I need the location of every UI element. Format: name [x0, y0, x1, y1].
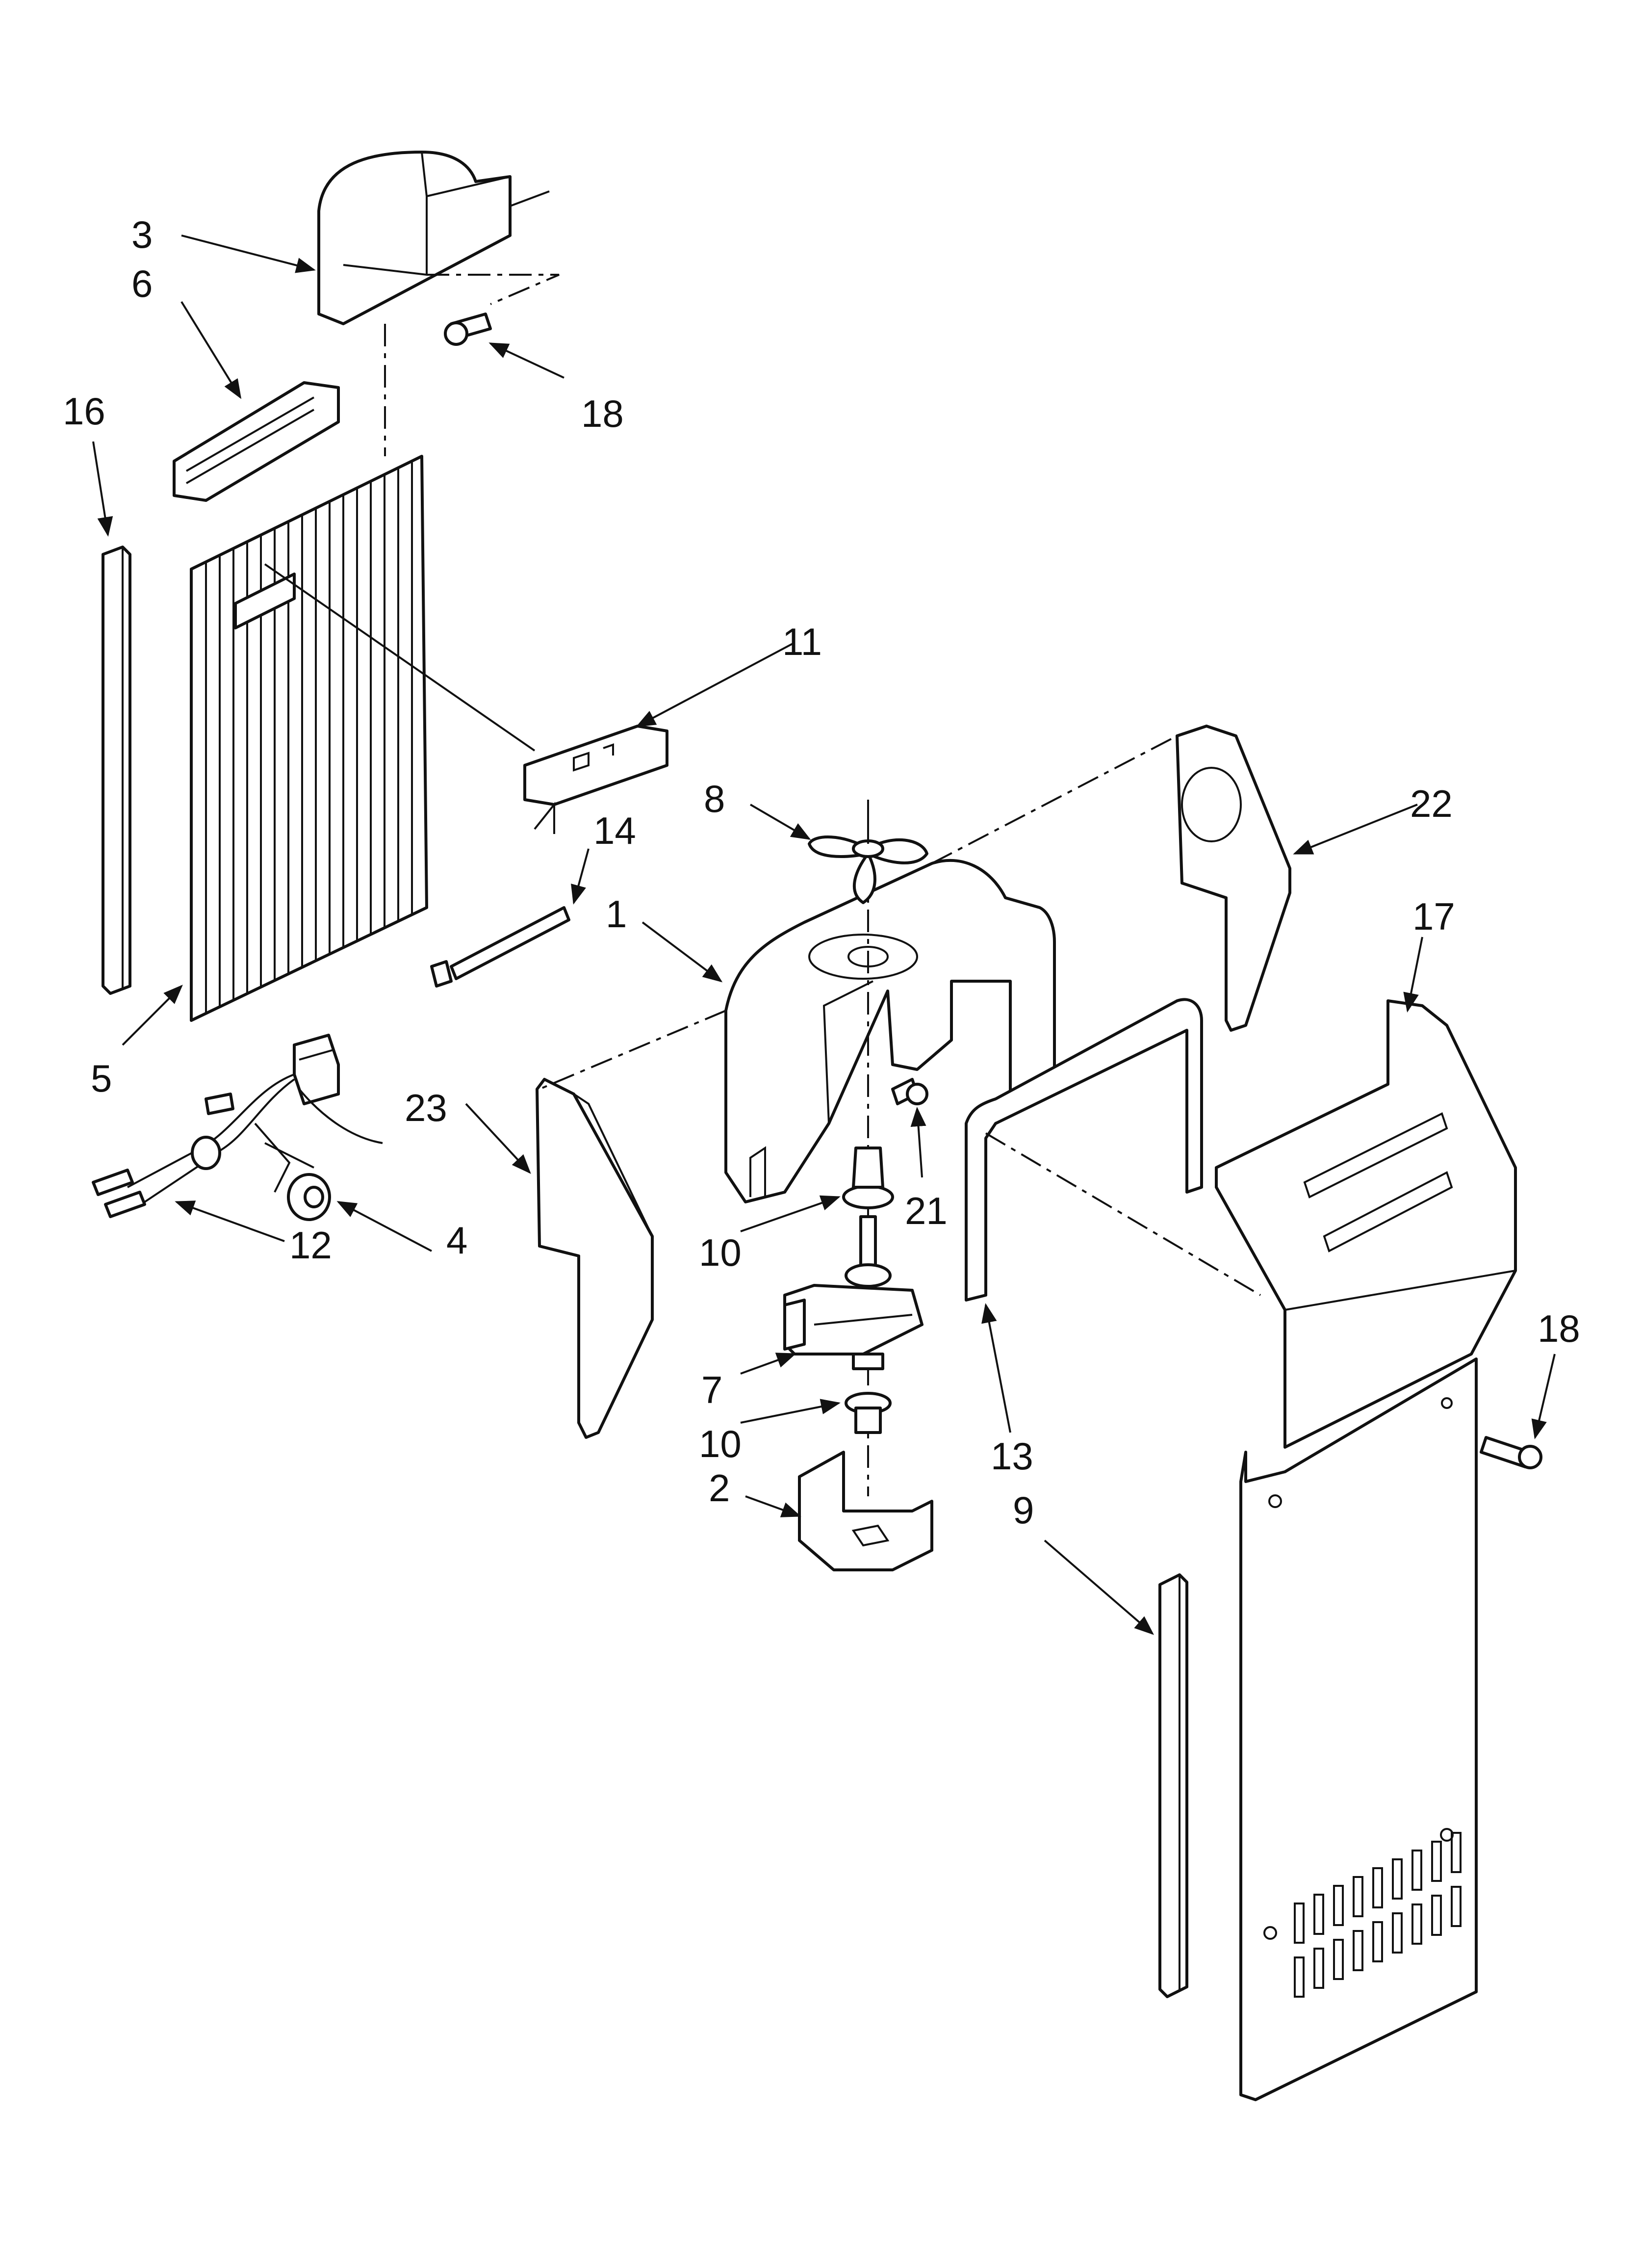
vent-slot [1294, 1956, 1305, 1998]
part-6-bracket [173, 381, 340, 502]
part-12-wire-harness [92, 1034, 383, 1218]
part-2-motor-bracket [798, 1451, 933, 1571]
callout-4: 4 [446, 1219, 467, 1262]
callout-11: 11 [782, 620, 822, 663]
vent-slot [1372, 1867, 1383, 1908]
vent-slot [1411, 1850, 1422, 1891]
part-10-grommet-lower [845, 1392, 892, 1434]
vent-slot [1372, 1921, 1383, 1962]
vent-slot [1313, 1948, 1324, 1989]
alignment-line-1-23 [539, 1010, 726, 1090]
part-18-screw-right [1480, 1436, 1542, 1469]
callout-18-right: 18 [1538, 1307, 1580, 1350]
callout-9: 9 [1013, 1488, 1034, 1532]
part-13-u-seal [965, 998, 1203, 1302]
part-4-grommet [287, 1173, 331, 1221]
leader-lines [92, 235, 1556, 1635]
callout-14: 14 [593, 809, 636, 852]
callout-18-top: 18 [581, 392, 624, 435]
callout-8: 8 [704, 777, 725, 820]
callout-7: 7 [701, 1368, 722, 1411]
vent-slot [1353, 1930, 1363, 1971]
vent-slot [1431, 1895, 1442, 1936]
part-22-insulation-right [1176, 725, 1291, 1032]
callout-10-lower: 10 [699, 1422, 742, 1465]
vent-slot [1313, 1894, 1324, 1935]
part-21-screw [891, 1078, 928, 1105]
vent-slot [1451, 1886, 1462, 1927]
callout-5: 5 [91, 1057, 112, 1100]
alignment-line-13-17 [985, 1132, 1261, 1296]
part-9-strip [1158, 1573, 1188, 1998]
part-18-screw-top [444, 313, 492, 346]
callout-22: 22 [1410, 782, 1453, 825]
callout-17: 17 [1412, 895, 1455, 938]
part-8-fan-blade [808, 800, 928, 904]
part-10-grommet-upper [842, 1147, 894, 1209]
vent-slot [1392, 1858, 1403, 1900]
part-17-air-tower [1215, 999, 1517, 2101]
callout-labels: 3 6 18 16 11 8 22 17 14 1 5 23 21 10 4 1… [63, 213, 1580, 1532]
vent-slot [1353, 1876, 1363, 1917]
callout-21: 21 [905, 1189, 948, 1232]
callout-6: 6 [131, 262, 153, 305]
part-5-grille-panel [190, 455, 428, 1022]
vent-slot [1333, 1885, 1344, 1926]
callout-13: 13 [991, 1434, 1033, 1478]
part-16-strip [102, 546, 131, 995]
vent-slot [1451, 1832, 1462, 1873]
callout-3: 3 [131, 213, 153, 256]
callout-16: 16 [63, 390, 105, 433]
vent-slot [1294, 1903, 1305, 1944]
leader-grille-to-clip [264, 563, 536, 752]
callout-23: 23 [405, 1086, 447, 1129]
alignment-line-1-22 [931, 735, 1178, 864]
vent-slot [1411, 1903, 1422, 1945]
callout-10-upper: 10 [699, 1231, 742, 1274]
part-23-insulation-left [536, 1078, 654, 1439]
callout-2: 2 [709, 1466, 730, 1510]
vent-slot [1431, 1841, 1442, 1882]
vent-slot [1333, 1939, 1344, 1980]
part-1-fan-shroud [724, 859, 1056, 1203]
vent-slot [1392, 1912, 1403, 1954]
callout-1: 1 [606, 892, 627, 936]
part-7-fan-motor [783, 1215, 924, 1370]
part-14-cable-tie [430, 906, 570, 988]
part-3-duct-cover [317, 151, 560, 325]
callout-12: 12 [289, 1224, 332, 1267]
